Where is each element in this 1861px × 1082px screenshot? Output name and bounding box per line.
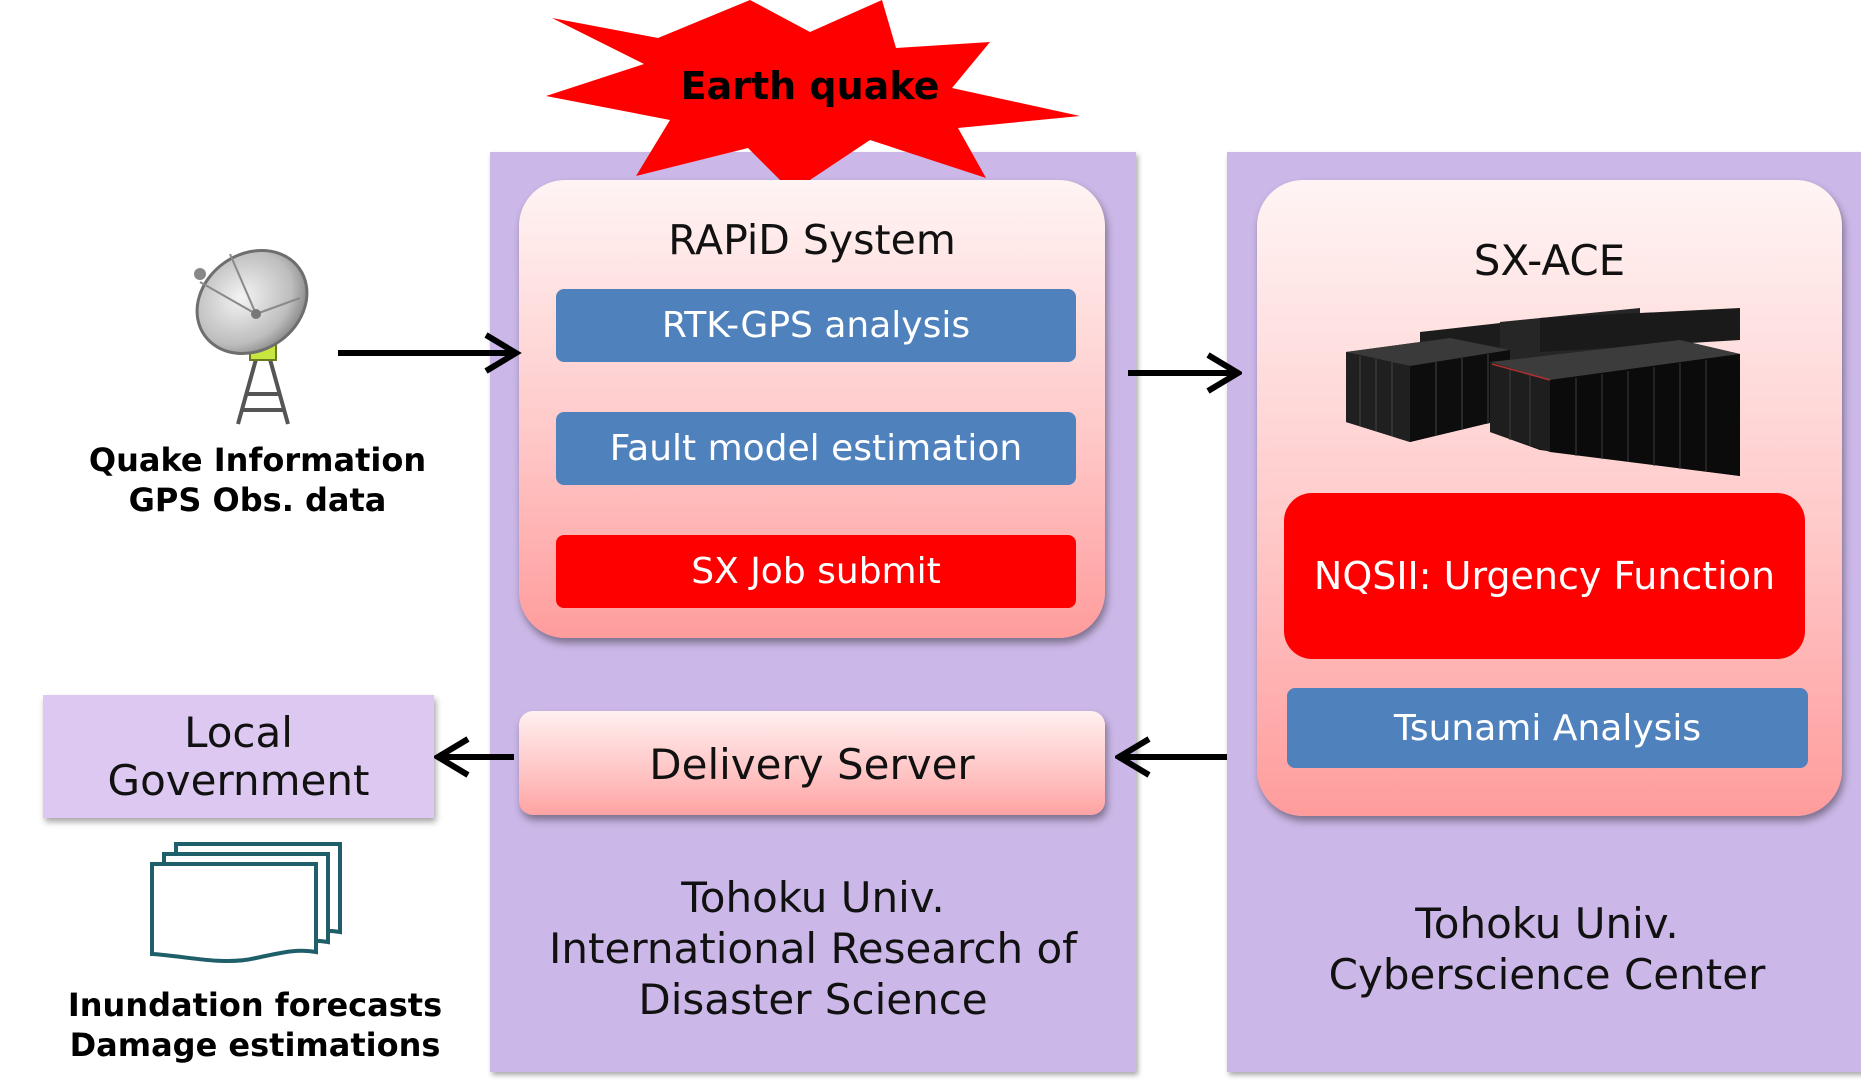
rtk-gps-analysis-step: RTK-GPS analysis <box>556 289 1076 362</box>
irides-org-line-1: Tohoku Univ. <box>681 873 945 922</box>
earthquake-label: Earth quake <box>680 64 940 108</box>
cyber-org-line-1: Tohoku Univ. <box>1415 899 1679 948</box>
arrow-rapid-to-sxace <box>1128 352 1242 394</box>
delivery-server-label: Delivery Server <box>649 740 975 789</box>
irides-org-line-3: Disaster Science <box>638 975 988 1025</box>
supercomputer-icon <box>1346 308 1740 476</box>
fault-model-estimation-step: Fault model estimation <box>556 412 1076 485</box>
local-government-line-1: Local <box>184 708 293 758</box>
satellite-dish-icon <box>194 248 309 425</box>
irides-org-line-2: International Research of <box>549 924 1077 974</box>
sensor-caption-line-2: GPS Obs. data <box>128 481 387 519</box>
cyber-org-line-2: Cyberscience Center <box>1328 950 1766 1000</box>
arrow-sensor-to-rapid <box>338 332 522 374</box>
documents-stack-icon <box>150 842 342 964</box>
outputs-caption: Inundation forecasts Damage estimations <box>55 985 455 1065</box>
arrow-delivery-to-localgov <box>434 736 514 778</box>
sensor-caption: Quake Information GPS Obs. data <box>60 440 455 520</box>
sx-job-submit-step: SX Job submit <box>556 535 1076 608</box>
local-government-box: Local Government <box>43 695 434 818</box>
cyberscience-org-caption: Tohoku Univ. Cyberscience Center <box>1227 898 1861 1000</box>
outputs-caption-line-2: Damage estimations <box>69 1026 441 1064</box>
gps-antenna-image <box>160 242 363 429</box>
local-government-line-2: Government <box>107 755 370 805</box>
arrow-sxace-to-delivery <box>1115 736 1227 778</box>
nqsii-urgency-function: NQSII: Urgency Function <box>1284 493 1805 659</box>
delivery-server-box <box>519 711 1105 815</box>
sensor-caption-line-1: Quake Information <box>88 441 427 479</box>
sx-ace-title: SX-ACE <box>1473 236 1626 285</box>
earthquake-burst-icon <box>546 0 1080 192</box>
outputs-caption-line-1: Inundation forecasts <box>67 986 443 1024</box>
rapid-system-title: RAPiD System <box>668 216 956 264</box>
irides-org-caption: Tohoku Univ. International Research of D… <box>490 872 1136 1026</box>
tsunami-analysis: Tsunami Analysis <box>1287 688 1808 768</box>
